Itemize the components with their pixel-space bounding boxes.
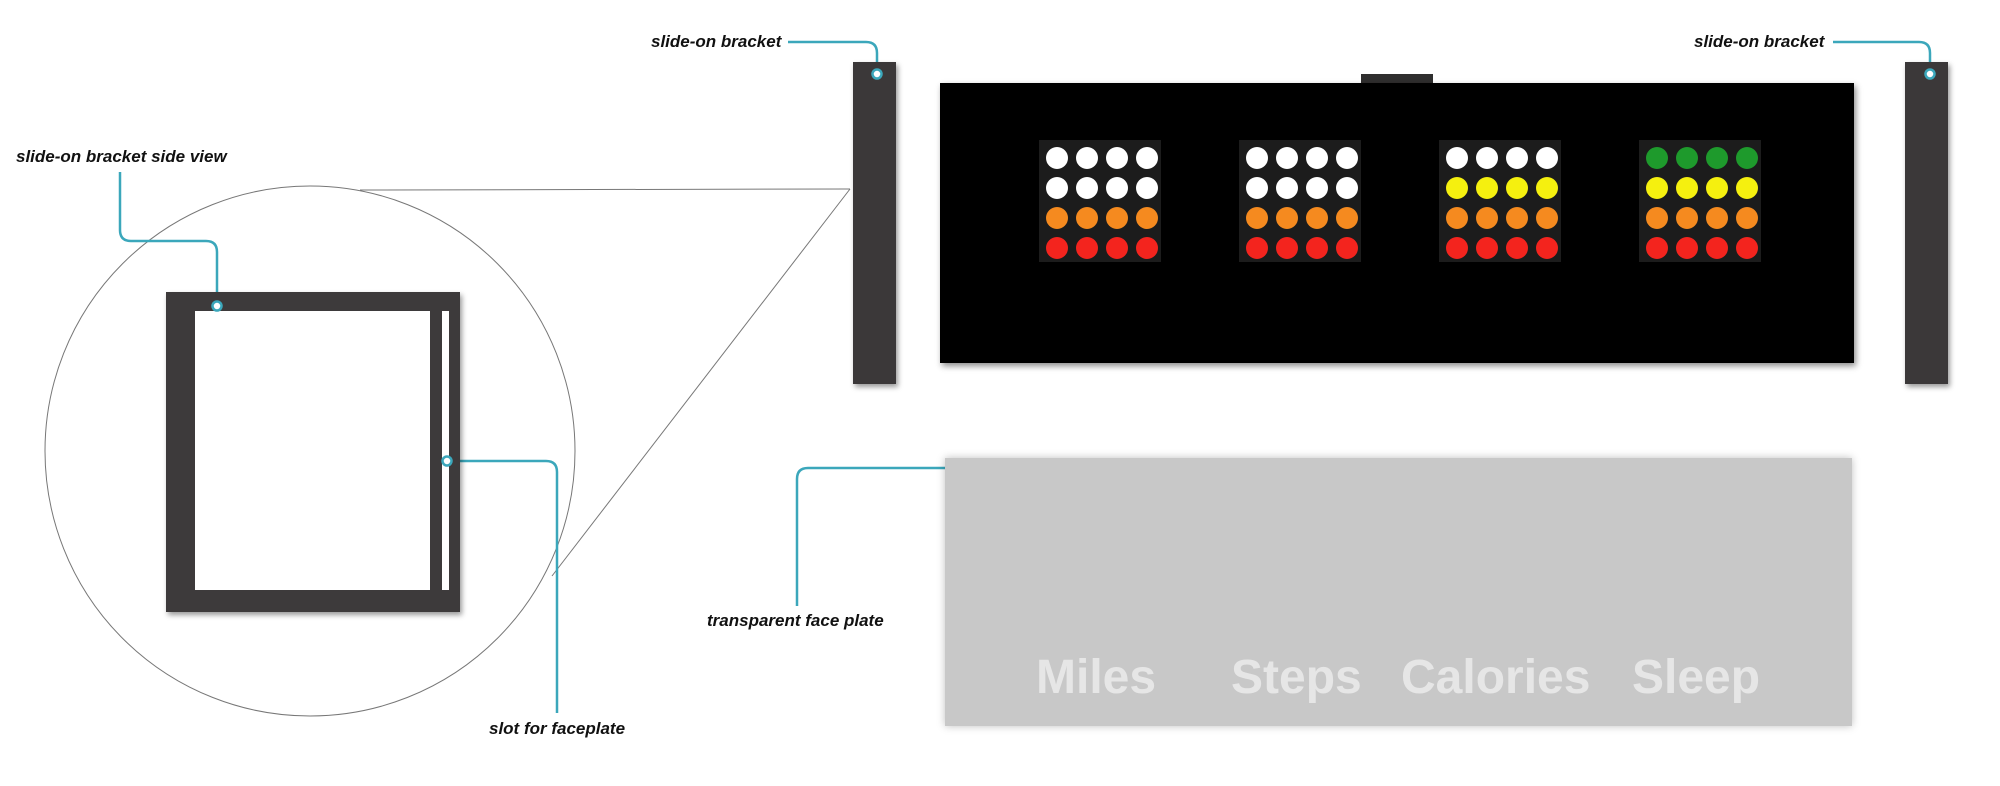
led-dot <box>1476 147 1498 169</box>
led-dot <box>1446 237 1468 259</box>
led-dot <box>1246 237 1268 259</box>
led-dot <box>1336 147 1358 169</box>
led-dot <box>1736 207 1758 229</box>
led-dot <box>1106 147 1128 169</box>
led-dot <box>1446 177 1468 199</box>
led-dot <box>1506 237 1528 259</box>
led-dot <box>1646 177 1668 199</box>
led-dot <box>1246 147 1268 169</box>
led-dot <box>1536 207 1558 229</box>
led-dot <box>1046 237 1068 259</box>
led-dot <box>1136 177 1158 199</box>
led-grid-1 <box>1039 140 1161 262</box>
slide-on-bracket-left <box>853 62 896 384</box>
callout-line-bracket-right <box>1833 40 1932 74</box>
led-dot <box>1646 237 1668 259</box>
led-dot <box>1136 147 1158 169</box>
label-bracket-side-view: slide-on bracket side view <box>16 147 227 166</box>
faceplate-word-calories: Calories <box>1401 651 1591 704</box>
faceplate-word-sleep: Sleep <box>1632 651 1761 704</box>
led-dot <box>1676 177 1698 199</box>
led-dot <box>1476 237 1498 259</box>
callout-line-bracket-left <box>788 40 879 74</box>
led-dot <box>1646 147 1668 169</box>
led-dot <box>1336 207 1358 229</box>
faceplate-word-steps: Steps <box>1231 651 1362 704</box>
led-dot <box>1706 237 1728 259</box>
led-dot <box>1076 177 1098 199</box>
led-dot <box>1276 147 1298 169</box>
led-dot <box>1536 177 1558 199</box>
led-dot <box>1706 177 1728 199</box>
led-dot <box>1736 237 1758 259</box>
led-dot <box>1446 147 1468 169</box>
led-dot <box>1506 177 1528 199</box>
led-dot <box>1446 207 1468 229</box>
led-dot <box>1106 207 1128 229</box>
led-dot <box>1246 177 1268 199</box>
led-dot <box>1476 177 1498 199</box>
panel-top-tab <box>1361 74 1433 84</box>
led-grid-3 <box>1439 140 1561 262</box>
led-dot <box>1476 207 1498 229</box>
led-dot <box>1106 237 1128 259</box>
transparent-face-plate <box>945 458 1852 726</box>
led-dot <box>1076 207 1098 229</box>
led-dot <box>1106 177 1128 199</box>
led-grid-2 <box>1239 140 1361 262</box>
zoom-projection-bottom <box>551 188 851 577</box>
led-dot <box>1506 207 1528 229</box>
bracket-side-view-interior <box>195 311 430 590</box>
led-dot <box>1506 147 1528 169</box>
led-dot <box>1276 177 1298 199</box>
led-dot <box>1306 237 1328 259</box>
led-dot <box>1306 177 1328 199</box>
led-dot <box>1046 147 1068 169</box>
led-dot <box>1306 147 1328 169</box>
led-grid-4 <box>1639 140 1761 262</box>
label-bracket-left: slide-on bracket <box>651 32 782 51</box>
label-bracket-right: slide-on bracket <box>1694 32 1825 51</box>
led-dot <box>1676 147 1698 169</box>
label-slot: slot for faceplate <box>489 719 626 738</box>
led-dot <box>1246 207 1268 229</box>
zoom-projection-top <box>359 188 851 191</box>
led-dot <box>1276 207 1298 229</box>
led-dot <box>1736 177 1758 199</box>
led-dot <box>1676 237 1698 259</box>
led-dot <box>1046 207 1068 229</box>
led-dot <box>1276 237 1298 259</box>
led-dot <box>1076 237 1098 259</box>
led-dot <box>1706 207 1728 229</box>
led-dot <box>1536 237 1558 259</box>
led-dot <box>1076 147 1098 169</box>
led-dot <box>1336 237 1358 259</box>
callout-line-slot <box>447 459 559 713</box>
callout-line-side-view <box>118 172 219 306</box>
led-dot <box>1536 147 1558 169</box>
callout-line-face-plate <box>795 466 958 606</box>
led-dot <box>1676 207 1698 229</box>
slide-on-bracket-right <box>1905 62 1948 384</box>
led-dot <box>1736 147 1758 169</box>
led-dot <box>1136 207 1158 229</box>
led-dot <box>1306 207 1328 229</box>
zoom-circle <box>44 185 576 717</box>
label-face-plate: transparent face plate <box>707 611 884 630</box>
led-dot <box>1706 147 1728 169</box>
led-dot <box>1336 177 1358 199</box>
faceplate-slot <box>442 311 449 590</box>
led-dot <box>1046 177 1068 199</box>
faceplate-word-miles: Miles <box>1036 651 1157 704</box>
led-dot <box>1136 237 1158 259</box>
led-dot <box>1646 207 1668 229</box>
